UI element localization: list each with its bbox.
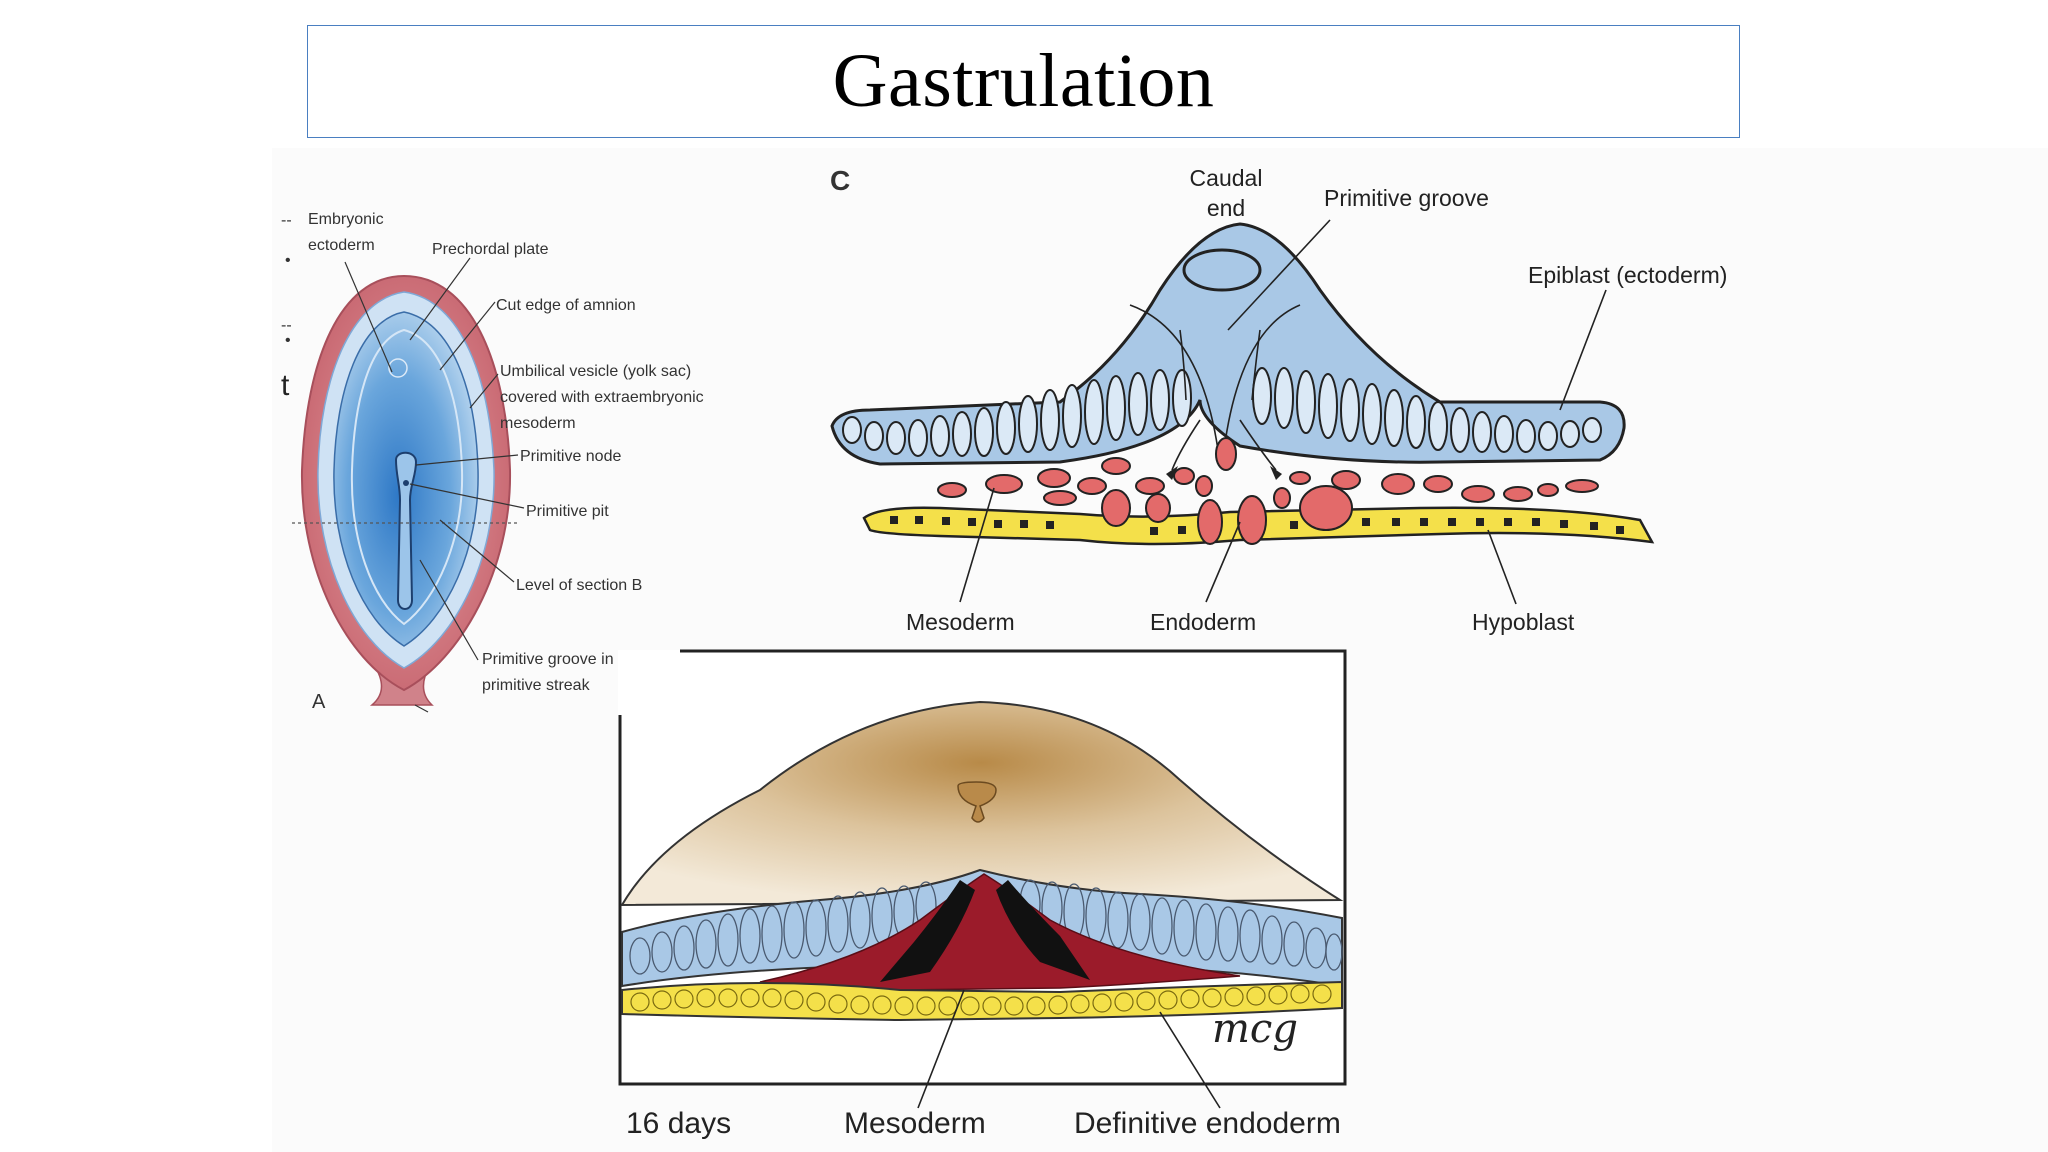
- epiblast-cells: [842, 367, 1602, 457]
- label-groove-1: Primitive groove in: [482, 651, 614, 668]
- label-primitive-node: Primitive node: [520, 448, 621, 465]
- label-primitive-pit: Primitive pit: [526, 503, 609, 520]
- label-prechordal-plate: Prechordal plate: [432, 241, 549, 258]
- label-umbilical-2: covered with extraembryonic: [500, 389, 704, 406]
- caudal-end-oval: [1182, 248, 1262, 292]
- label-definitive-endoderm: Definitive endoderm: [1074, 1107, 1341, 1140]
- panel-a-stray-marks: -- • -- • t: [281, 212, 292, 402]
- label-mesoderm-bottom: Mesoderm: [844, 1107, 986, 1140]
- label-embryonic-ectoderm-1: Embryonic: [308, 211, 384, 228]
- artist-signature: mcg: [1212, 1006, 1298, 1052]
- stray-letter: t: [281, 369, 290, 402]
- panel-a-letter: A: [312, 691, 326, 713]
- label-umbilical-3: mesoderm: [500, 415, 576, 432]
- primitive-streak: [394, 451, 418, 610]
- mesoderm-dark-red: [759, 873, 1241, 991]
- label-umbilical-1: Umbilical vesicle (yolk sac): [500, 363, 691, 380]
- arrow-left: [880, 880, 975, 982]
- mesoderm-cells: [937, 437, 1599, 545]
- label-epiblast: Epiblast (ectoderm): [1528, 262, 1727, 288]
- panel-c-letter: C: [830, 165, 850, 196]
- svg-text:•: •: [285, 332, 291, 349]
- label-caudal-1: Caudal: [1190, 165, 1263, 191]
- slide-title: Gastrulation: [832, 39, 1215, 123]
- label-groove-2: primitive streak: [482, 677, 591, 694]
- panel-bottom-frame: [618, 649, 1347, 1086]
- svg-text:--: --: [281, 317, 292, 334]
- arrow-right: [996, 880, 1090, 980]
- panel-c-cross-section: C: [830, 165, 1727, 635]
- svg-text:--: --: [281, 212, 292, 229]
- primitive-pit-dome: [957, 781, 997, 823]
- label-embryonic-ectoderm-2: ectoderm: [308, 237, 375, 254]
- endoderm-band: [621, 980, 1343, 1022]
- panel-bottom-16-days: mcg 16 days Mesoderm Definitive endoderm: [618, 649, 1347, 1140]
- label-caudal-2: end: [1207, 195, 1245, 221]
- panel-a-embryonic-disc: -- • -- • t Embryonic e: [281, 211, 704, 713]
- hypoblast-cells: [890, 516, 1624, 535]
- endoderm-band-cells: [630, 984, 1332, 1016]
- label-mesoderm-c: Mesoderm: [906, 609, 1015, 635]
- svg-text:•: •: [285, 252, 291, 269]
- primitive-pit-mark: [403, 480, 409, 486]
- title-box: Gastrulation: [307, 25, 1740, 138]
- label-primitive-groove: Primitive groove: [1324, 185, 1489, 211]
- label-16-days: 16 days: [626, 1107, 731, 1140]
- prechordal-plate-mark: [388, 358, 408, 378]
- label-endoderm-c: Endoderm: [1150, 609, 1256, 635]
- label-cut-edge-amnion: Cut edge of amnion: [496, 297, 636, 314]
- epiblast-band-cells: [629, 879, 1343, 975]
- label-hypoblast: Hypoblast: [1472, 609, 1575, 635]
- label-level-section-b: Level of section B: [516, 577, 642, 594]
